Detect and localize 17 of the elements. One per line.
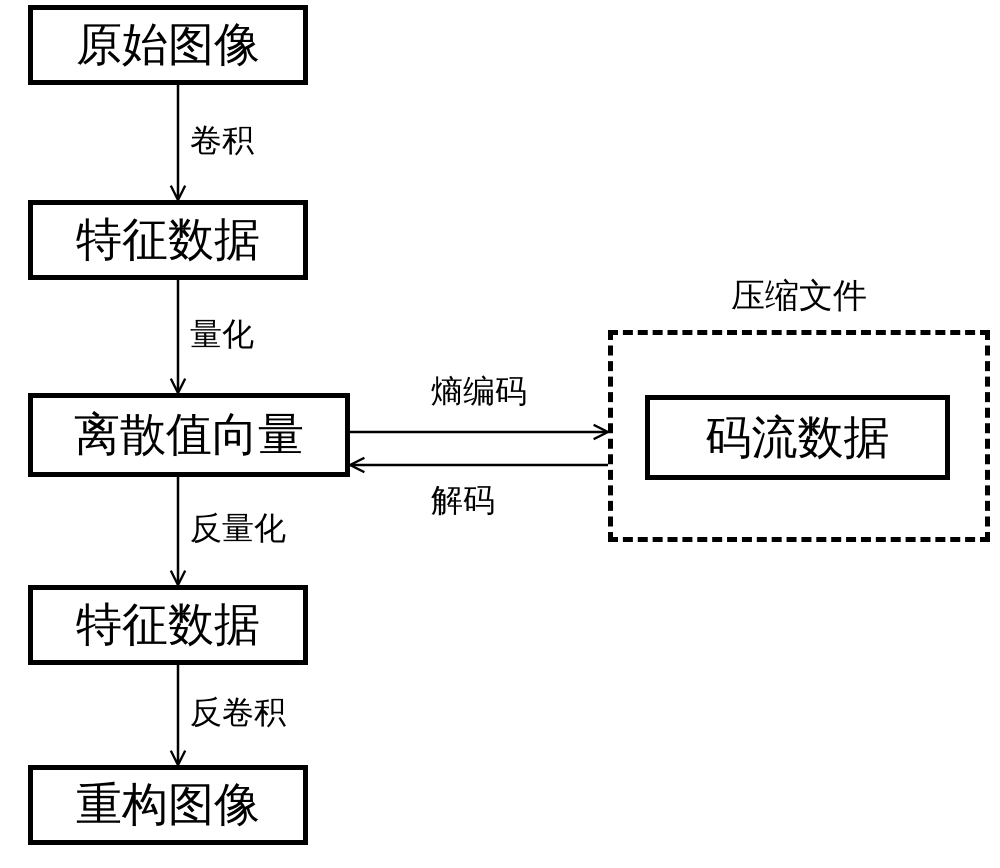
arrow — [170, 477, 186, 586]
process-box: 重构图像 — [28, 765, 308, 845]
group-heading: 压缩文件 — [730, 275, 868, 318]
process-box: 特征数据 — [28, 585, 308, 665]
process-box: 离散值向量 — [28, 393, 350, 477]
edge-label: 量化 — [188, 316, 256, 352]
process-box: 特征数据 — [28, 200, 308, 280]
edge-label: 反量化 — [188, 511, 288, 546]
edge-label: 卷积 — [188, 122, 256, 158]
arrow — [348, 456, 608, 474]
process-box: 码流数据 — [645, 395, 950, 480]
arrow — [170, 280, 186, 394]
edge-label: 反卷积 — [188, 695, 288, 730]
arrow — [170, 665, 186, 766]
arrow — [350, 424, 610, 440]
arrow — [170, 85, 186, 202]
process-box: 原始图像 — [28, 5, 308, 85]
